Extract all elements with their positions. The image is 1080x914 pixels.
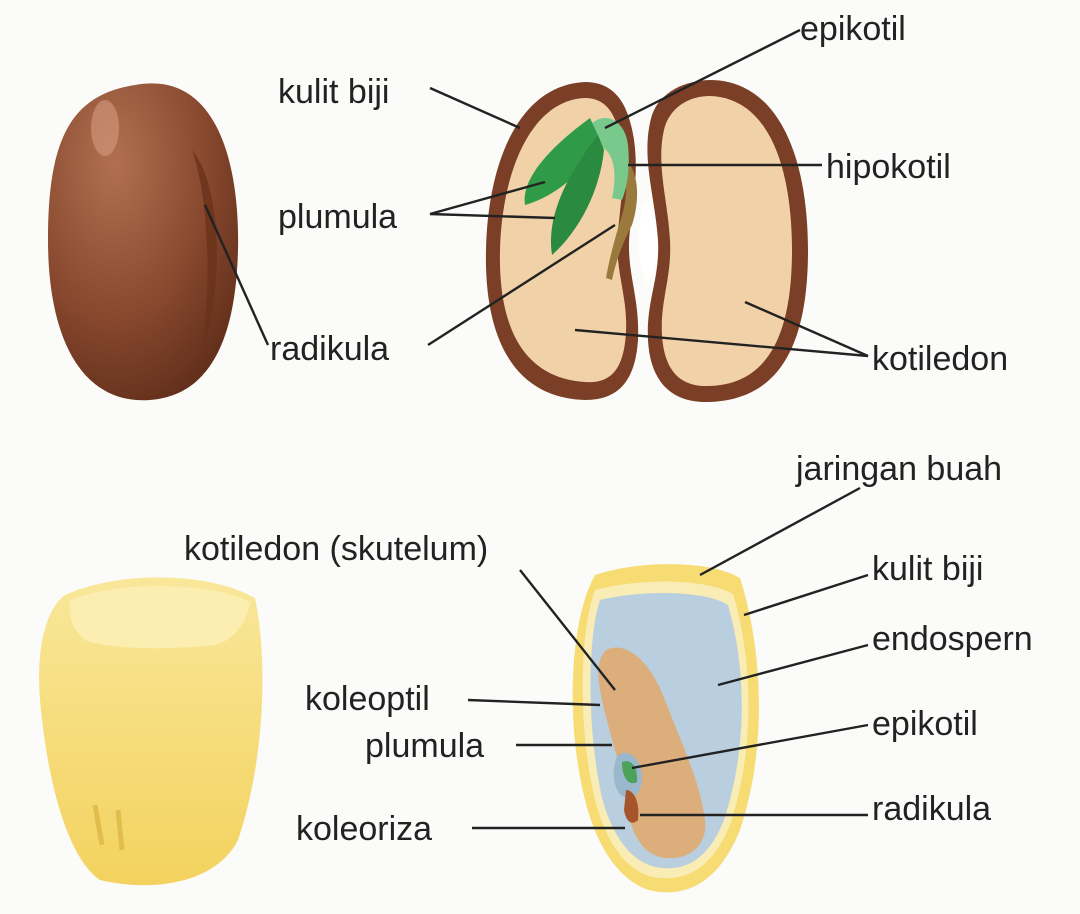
corn-section <box>572 564 759 893</box>
line-radikula-bean-left <box>203 204 270 346</box>
bean-plumule-leaf-2 <box>550 135 604 255</box>
bean-highlight <box>91 100 119 156</box>
bean-cotyledon-right <box>661 96 792 387</box>
line-radikula-bean-right <box>427 223 616 347</box>
bean-hypocotyl <box>606 155 638 280</box>
whole-bean <box>48 83 239 401</box>
line-endosperm <box>717 643 869 687</box>
leader-lines <box>203 28 869 830</box>
label-radikula-bean: radikula <box>270 330 389 368</box>
bean-hilum <box>192 150 217 360</box>
line-kulit-biji-bean <box>429 86 521 130</box>
label-plumula-corn: plumula <box>365 727 484 765</box>
label-koleoriza: koleoriza <box>296 810 432 848</box>
line-epikotil-corn <box>631 723 869 770</box>
line-kotiledon-bean-2 <box>744 300 869 358</box>
line-koleoptil <box>467 698 601 707</box>
line-kotiledon-bean-1 <box>574 328 869 358</box>
whole-corn-kernel <box>39 577 263 886</box>
label-kulit-biji-corn: kulit biji <box>872 550 983 588</box>
label-hipokotil-bean: hipokotil <box>826 148 951 186</box>
label-plumula-bean: plumula <box>278 198 397 236</box>
label-kotiledon-skutelum: kotiledon (skutelum) <box>184 530 488 568</box>
label-epikotil-corn: epikotil <box>872 705 978 743</box>
bean-seed-shape <box>48 83 239 401</box>
corn-section-scutellum <box>598 647 706 859</box>
line-kulit-biji-corn <box>743 573 869 617</box>
label-jaringan-buah: jaringan buah <box>795 450 1002 488</box>
line-plumula-bean-1 <box>429 180 546 216</box>
bean-epicotyl <box>589 117 629 200</box>
opened-bean <box>485 80 808 403</box>
line-plumula-bean-2 <box>429 212 556 220</box>
corn-section-radicle <box>624 790 639 823</box>
label-radikula-corn: radikula <box>872 790 991 828</box>
corn-kernel-groove <box>92 804 125 851</box>
label-kulit-biji-bean: kulit biji <box>278 73 389 111</box>
label-endosperm: endospern <box>872 620 1033 658</box>
corn-kernel-top <box>69 585 250 649</box>
line-kotiledon-skutelum <box>519 569 616 691</box>
line-epikotil-bean <box>604 28 801 130</box>
label-koleoptil: koleoptil <box>305 680 430 718</box>
label-epikotil-bean: epikotil <box>800 10 906 48</box>
labels: kulit biji plumula radikula epikotil hip… <box>184 10 1033 848</box>
label-kotiledon-bean: kotiledon <box>872 340 1008 378</box>
line-jaringan-buah <box>699 486 861 577</box>
bean-center-gap <box>638 200 658 285</box>
